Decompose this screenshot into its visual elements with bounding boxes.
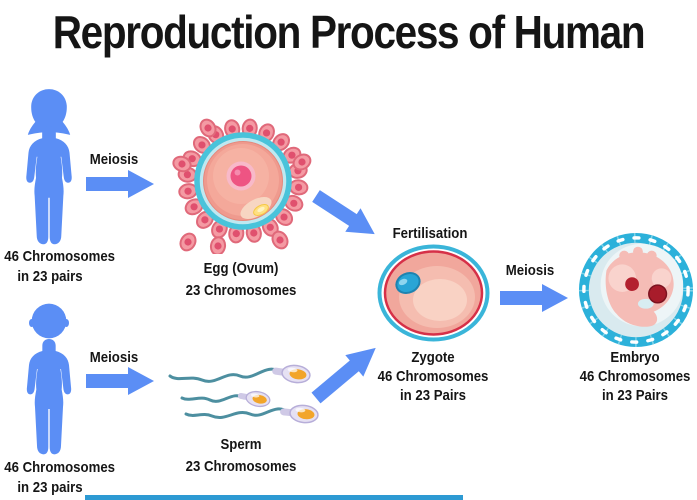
male-silhouette-icon <box>26 303 72 455</box>
fertilisation-label: Fertilisation <box>392 225 468 242</box>
page-title: Reproduction Process of Human <box>52 6 646 58</box>
meiosis-label-bottom: Meiosis <box>89 349 139 366</box>
sperm-to-zygote-arrow-icon <box>311 347 376 404</box>
male-chromosomes-label: 46 Chromosomes in 23 pairs <box>4 459 116 496</box>
egg-to-zygote-arrow-icon <box>312 190 375 235</box>
sperm-cells-icon <box>168 364 319 424</box>
meiosis-label-top: Meiosis <box>89 151 139 168</box>
female-chromosomes-label: 46 Chromosomes in 23 pairs <box>4 248 116 285</box>
sperm-label: Sperm 23 Chromosomes <box>185 436 297 475</box>
meiosis-arrow-bottom-icon <box>86 367 154 395</box>
meiosis-label-right: Meiosis <box>505 262 555 279</box>
egg-cell-icon <box>172 118 312 254</box>
bottom-banner-bar <box>85 495 463 500</box>
embryo-label: Embryo 46 Chromosomes in 23 Pairs <box>579 349 691 404</box>
corona-radiata-cells <box>172 118 312 254</box>
zygote-to-embryo-arrow-icon <box>500 284 568 312</box>
meiosis-arrow-top-icon <box>86 170 154 198</box>
zygote-label: Zygote 46 Chromosomes in 23 Pairs <box>377 349 489 404</box>
embryo-icon <box>578 232 694 348</box>
zygote-cell-icon <box>377 244 490 342</box>
sperm-head <box>237 364 319 424</box>
zygote-nucleus <box>395 272 421 294</box>
female-silhouette-icon <box>26 89 72 245</box>
embryo-body <box>605 246 674 327</box>
egg-label: Egg (Ovum) 23 Chromosomes <box>185 260 297 299</box>
